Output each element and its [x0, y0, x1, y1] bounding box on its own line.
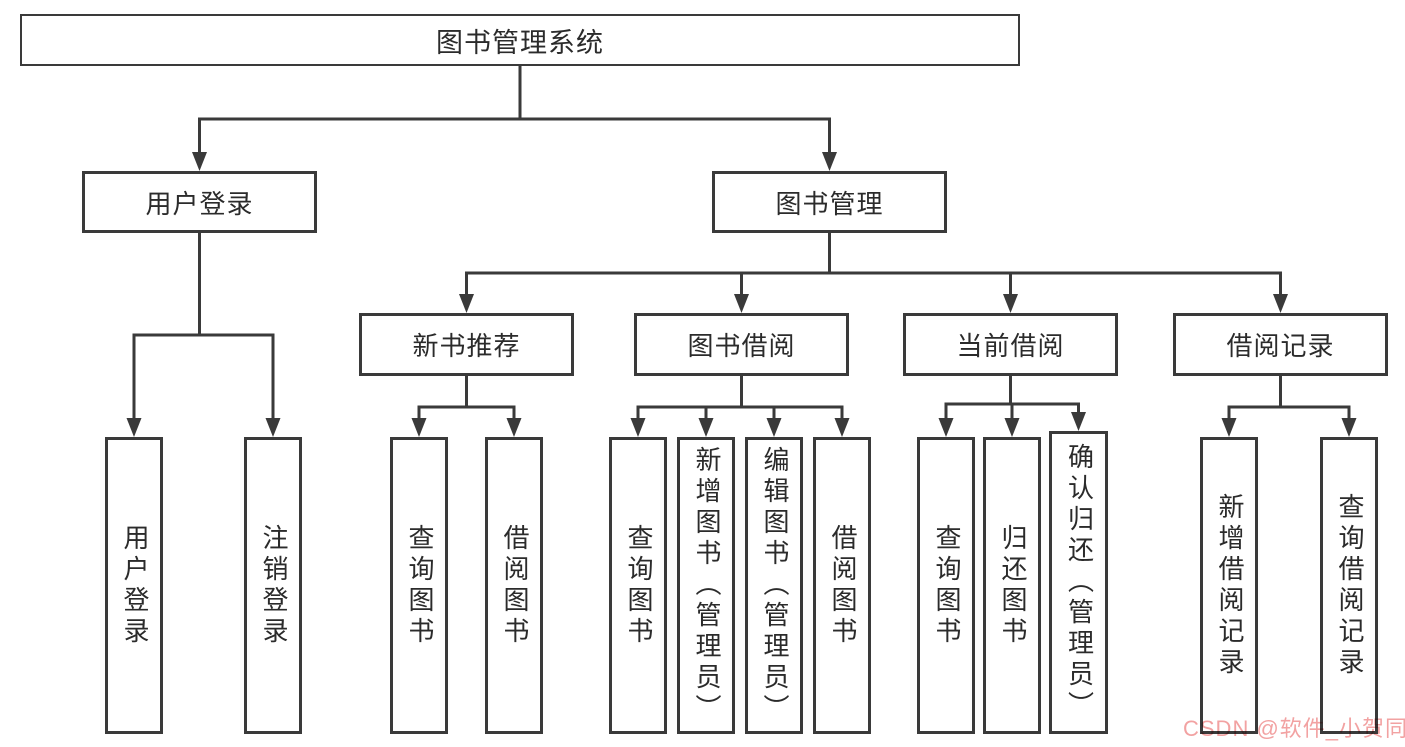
node-label: 借阅图书	[499, 523, 530, 648]
node-label: 查询图书	[404, 523, 435, 648]
node-borrow-records: 借阅记录	[1173, 313, 1388, 376]
node-new-book-recommend: 新书推荐	[359, 313, 574, 376]
node-leaf-confirm-return-admin: 确认归还（管理员）	[1049, 431, 1108, 734]
node-book-management: 图书管理	[712, 171, 947, 233]
node-label: 查询图书	[931, 523, 962, 648]
node-label: 图书管理系统	[436, 27, 604, 58]
node-leaf-query-books-current: 查询图书	[917, 437, 975, 734]
node-current-borrowing: 当前借阅	[903, 313, 1118, 376]
node-label: 当前借阅	[956, 331, 1065, 361]
node-label: 编辑图书（管理员）	[759, 446, 790, 725]
node-label: 图书借阅	[687, 331, 796, 361]
node-leaf-borrow-books: 借阅图书	[813, 437, 871, 734]
node-label: 查询图书	[623, 523, 654, 648]
node-label: 图书管理	[775, 188, 884, 219]
node-leaf-query-borrow-record: 查询借阅记录	[1320, 437, 1378, 734]
node-leaf-borrow-books-recommend: 借阅图书	[485, 437, 543, 734]
node-user-login: 用户登录	[82, 171, 317, 233]
node-label: 归还图书	[997, 523, 1028, 648]
node-leaf-query-books-recommend: 查询图书	[390, 437, 448, 734]
node-leaf-edit-books-admin: 编辑图书（管理员）	[745, 437, 803, 734]
node-label: 新书推荐	[412, 331, 521, 361]
node-label: 新增借阅记录	[1214, 492, 1245, 679]
node-book-borrowing: 图书借阅	[634, 313, 849, 376]
node-label: 新增图书（管理员）	[691, 446, 722, 725]
node-leaf-logout: 注销登录	[244, 437, 302, 734]
node-leaf-return-books: 归还图书	[983, 437, 1041, 734]
node-leaf-query-books-borrow: 查询图书	[609, 437, 667, 734]
node-label: 用户登录	[145, 188, 254, 219]
node-label: 借阅图书	[827, 523, 858, 648]
node-label: 注销登录	[258, 523, 289, 648]
node-library-management-system: 图书管理系统	[20, 14, 1020, 66]
node-leaf-user-login: 用户登录	[105, 437, 163, 734]
node-leaf-add-books-admin: 新增图书（管理员）	[677, 437, 735, 734]
node-label: 用户登录	[119, 523, 150, 648]
node-label: 确认归还（管理员）	[1064, 443, 1095, 722]
node-leaf-add-borrow-record: 新增借阅记录	[1200, 437, 1258, 734]
node-label: 查询借阅记录	[1334, 492, 1365, 679]
node-label: 借阅记录	[1226, 331, 1335, 361]
watermark: CSDN @软件_小贺同学	[1183, 716, 1405, 741]
